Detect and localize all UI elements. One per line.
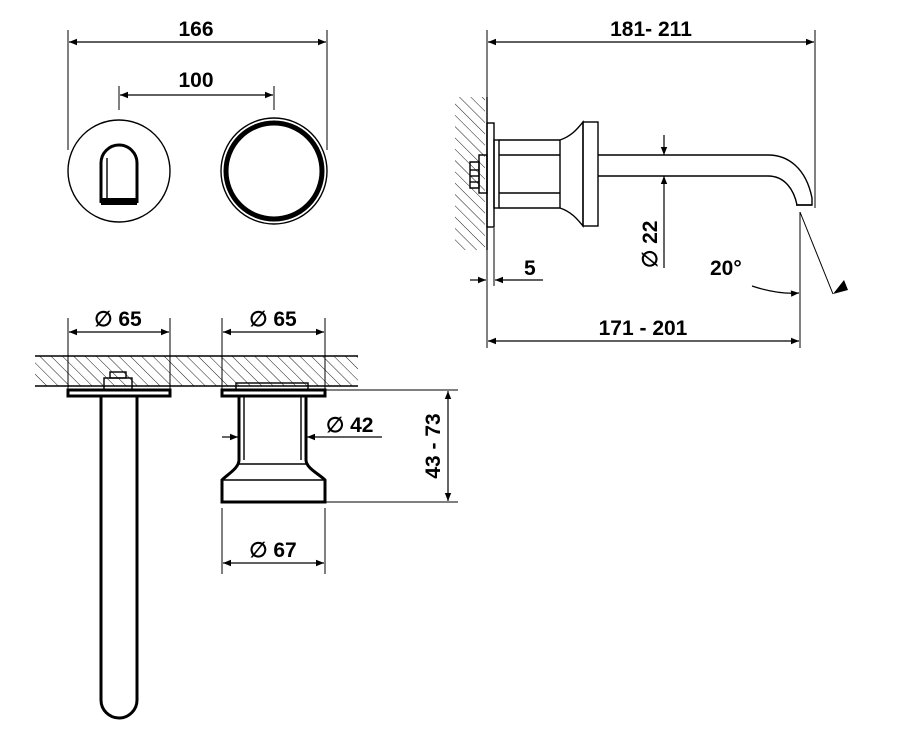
wall-top-section — [35, 356, 358, 386]
spout-reach-label: 171 - 201 — [599, 317, 688, 340]
handle-base-diameter-label: ∅ 67 — [249, 539, 297, 562]
wall-clearance-label: 5 — [524, 257, 536, 280]
spout-side — [598, 154, 813, 206]
handle-rosette-diameter-label: ∅ 65 — [249, 308, 297, 331]
handle-spacing-label: 100 — [178, 69, 213, 92]
spout-top — [99, 396, 139, 720]
spout-diameter-label: ∅ 22 — [639, 221, 662, 269]
side-view: 181- 211 ∅ 22 5 — [455, 18, 848, 348]
handle-depth-label: 43 - 73 — [422, 413, 445, 478]
handle-neck-diameter-label: ∅ 42 — [326, 414, 374, 437]
overall-width-label: 166 — [178, 18, 213, 41]
spout-rosette-circle — [67, 119, 171, 223]
spout-aerator — [101, 198, 137, 205]
handle-rosette-outer — [220, 117, 328, 225]
top-view: ∅ 65 ∅ 65 ∅ 42 43 - 73 — [35, 308, 458, 720]
wall-plate — [486, 122, 495, 228]
handle-rosette-ring — [223, 120, 325, 222]
spout-rosette-diameter-label: ∅ 65 — [94, 308, 142, 331]
spout-projection-label: 181- 211 — [610, 18, 692, 41]
spout-angle-label: 20° — [710, 257, 742, 280]
front-view: 166 100 — [67, 18, 328, 225]
spout-outlet — [99, 143, 139, 203]
